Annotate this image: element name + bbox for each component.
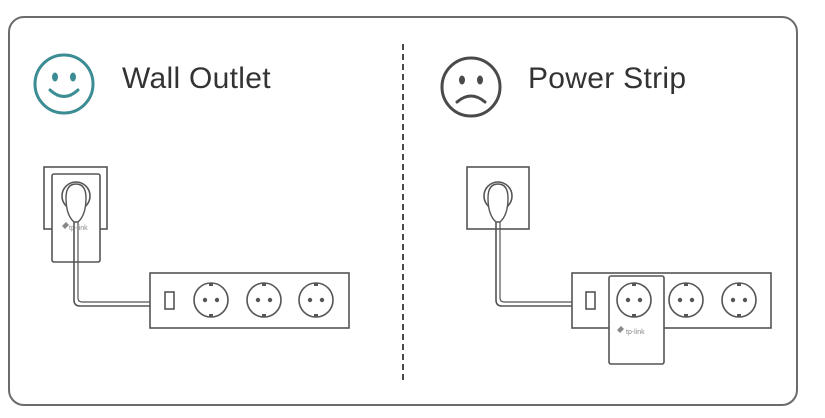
wall-outlet-scene: tp-link xyxy=(43,166,350,329)
adapter-brand-label: tp-link xyxy=(626,329,645,336)
smiley-face-icon xyxy=(33,53,95,115)
power-strip-scene: tp-link xyxy=(466,166,772,365)
strip-switch xyxy=(164,291,175,310)
sad-face-icon xyxy=(440,56,502,118)
cable xyxy=(73,222,150,307)
plug-head xyxy=(487,183,509,223)
plug-head xyxy=(65,183,87,223)
power-strip-title: Power Strip xyxy=(528,62,687,95)
strip-switch xyxy=(585,291,596,310)
wall-outlet-title: Wall Outlet xyxy=(122,62,271,95)
cable xyxy=(495,222,572,307)
panel-divider xyxy=(402,44,404,380)
